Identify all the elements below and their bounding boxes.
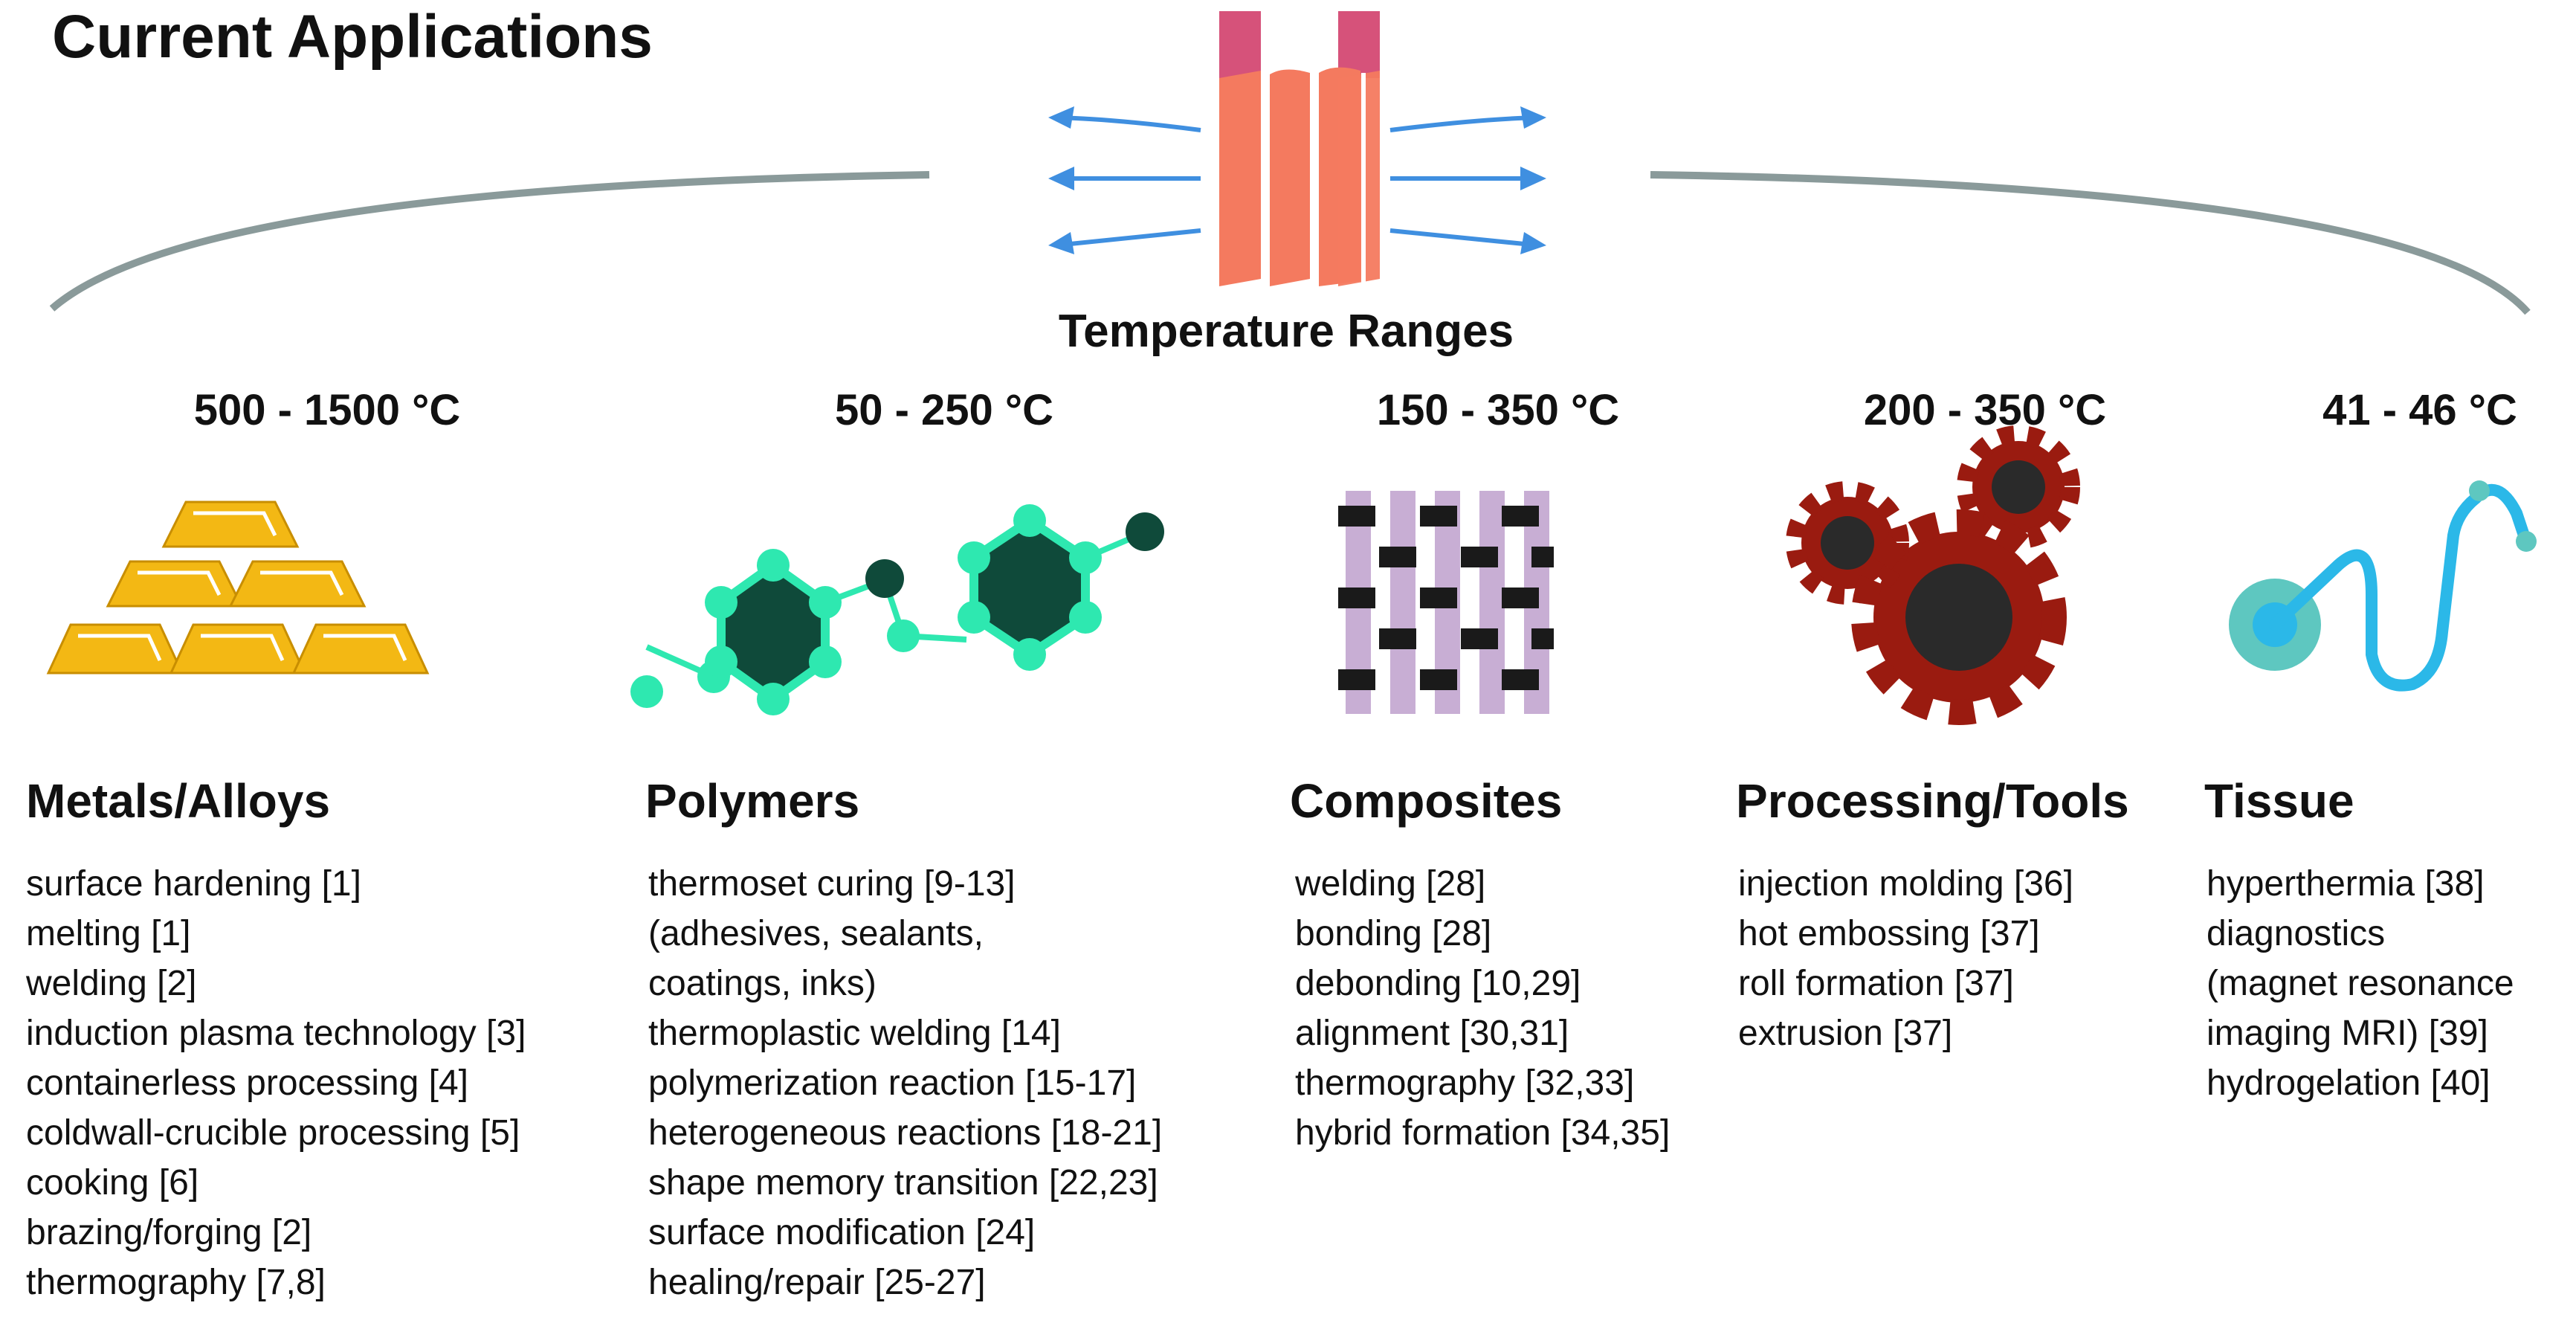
induction-coil-icon <box>1219 11 1380 287</box>
gears-icon <box>1786 425 2080 725</box>
woven-fabric-icon <box>1338 491 1554 714</box>
heading-tissue: Tissue <box>2204 774 2354 828</box>
list-item: alignment [30,31] <box>1295 1014 1569 1053</box>
list-item: (magnet resonance <box>2207 964 2514 1003</box>
list-item: thermography [7,8] <box>26 1263 326 1302</box>
list-processing: injection molding [36] hot embossing [37… <box>1738 859 2073 1058</box>
list-item: extrusion [37] <box>1738 1014 1953 1053</box>
list-item: welding [28] <box>1295 864 1486 904</box>
list-item: injection molding [36] <box>1738 864 2073 904</box>
list-item: diagnostics <box>2207 914 2386 953</box>
list-composites: welding [28] bonding [28] debonding [10,… <box>1295 859 1670 1158</box>
list-item: thermoplastic welding [14] <box>648 1014 1061 1053</box>
temperature-ranges-title: Temperature Ranges <box>1058 306 1514 357</box>
list-item: thermography [32,33] <box>1295 1063 1635 1103</box>
right-arc <box>1650 171 2531 315</box>
left-arc <box>49 171 930 312</box>
list-item: cooking [6] <box>26 1163 199 1203</box>
gold-bars-icon <box>46 500 430 675</box>
list-item: polymerization reaction [15-17] <box>648 1063 1137 1103</box>
list-item: induction plasma technology [3] <box>26 1014 526 1053</box>
range-tissue: 41 - 46 °C <box>2322 386 2517 434</box>
range-metals: 500 - 1500 °C <box>193 386 461 434</box>
list-item: surface modification [24] <box>648 1213 1036 1252</box>
range-composites: 150 - 350 °C <box>1376 386 1620 434</box>
page-title: Current Applications <box>52 3 653 71</box>
list-item: shape memory transition [22,23] <box>648 1163 1158 1203</box>
heading-metals: Metals/Alloys <box>26 774 331 828</box>
list-item: melting [1] <box>26 914 191 953</box>
list-item: surface hardening [1] <box>26 864 361 904</box>
list-item: coatings, inks) <box>648 964 877 1003</box>
list-item: thermoset curing [9-13] <box>648 864 1016 904</box>
range-polymers: 50 - 250 °C <box>834 386 1054 434</box>
list-item: imaging MRI) [39] <box>2207 1014 2488 1053</box>
list-polymers: thermoset curing [9-13] (adhesives, seal… <box>648 859 1162 1307</box>
list-item: hydrogelation [40] <box>2207 1063 2491 1103</box>
heading-processing: Processing/Tools <box>1736 774 2129 828</box>
list-item: hybrid formation [34,35] <box>1295 1113 1670 1153</box>
range-processing: 200 - 350 °C <box>1863 386 2107 434</box>
heading-composites: Composites <box>1290 774 1563 828</box>
list-item: coldwall-crucible processing [5] <box>26 1113 520 1153</box>
molecule-icon <box>630 504 1164 715</box>
list-item: hot embossing [37] <box>1738 914 2040 953</box>
heading-polymers: Polymers <box>645 774 860 828</box>
stethoscope-icon <box>2229 480 2537 692</box>
list-item: hyperthermia [38] <box>2207 864 2485 904</box>
list-item: (adhesives, sealants, <box>648 914 984 953</box>
list-item: bonding [28] <box>1295 914 1492 953</box>
list-item: brazing/forging [2] <box>26 1213 312 1252</box>
list-tissue: hyperthermia [38] diagnostics (magnet re… <box>2207 859 2514 1108</box>
list-item: roll formation [37] <box>1738 964 2014 1003</box>
list-item: welding [2] <box>26 964 197 1003</box>
list-item: debonding [10,29] <box>1295 964 1581 1003</box>
list-item: healing/repair [25-27] <box>648 1263 986 1302</box>
list-item: containerless processing [4] <box>26 1063 468 1103</box>
list-metals: surface hardening [1] melting [1] weldin… <box>26 859 526 1307</box>
list-item: heterogeneous reactions [18-21] <box>648 1113 1163 1153</box>
